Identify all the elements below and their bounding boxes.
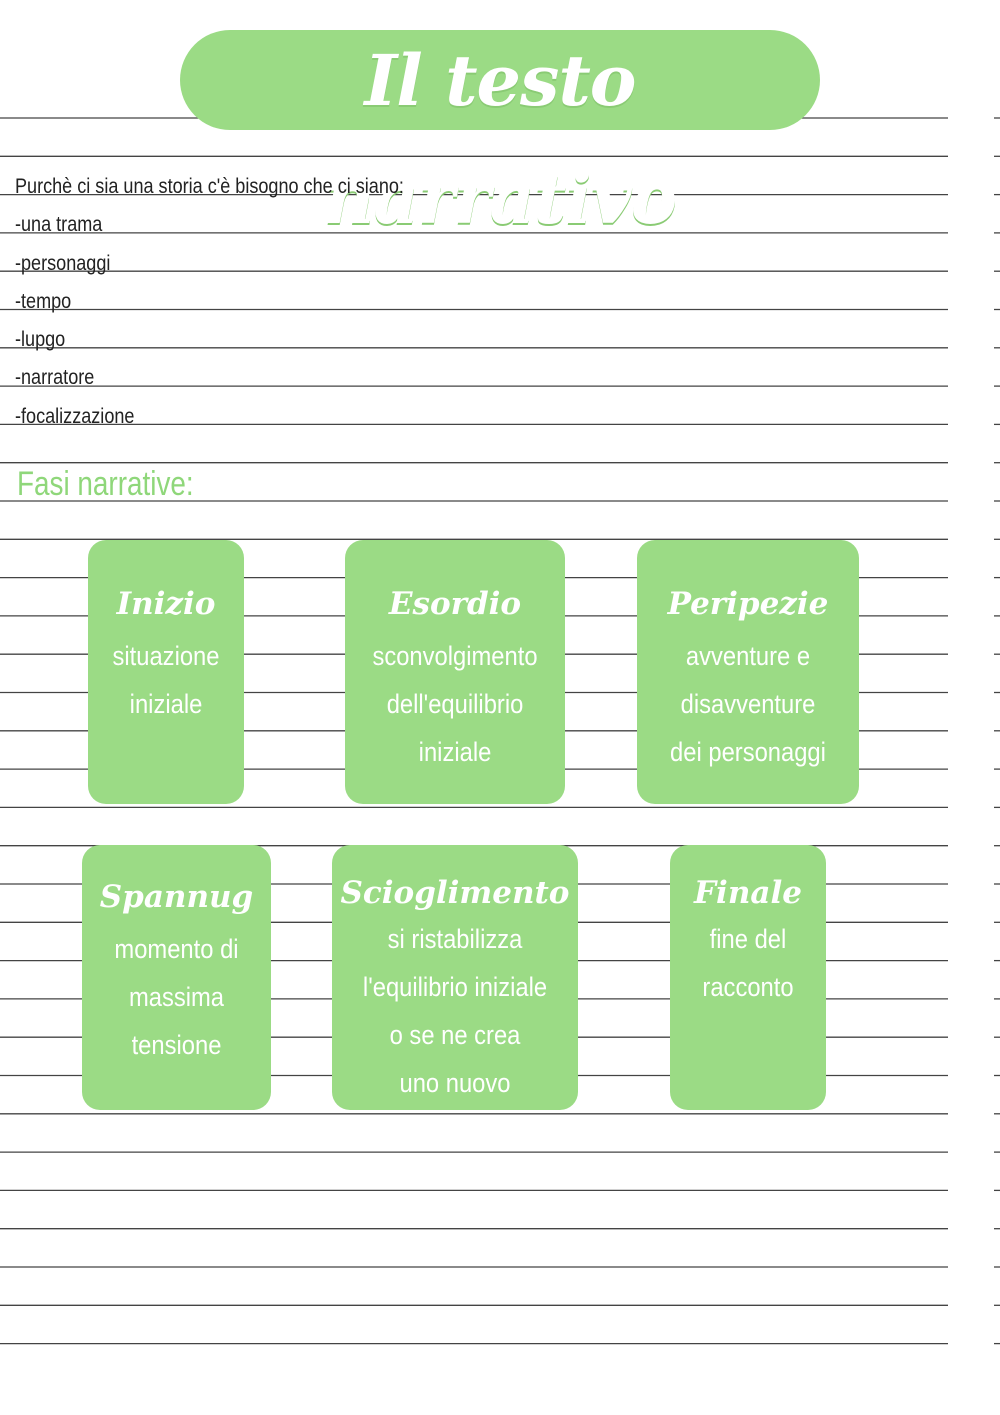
phase-title: Esordio xyxy=(388,586,522,622)
phase-card-finale: Finale fine del racconto xyxy=(670,845,826,1110)
intro-list: Purchè ci sia una storia c'è bisogno che… xyxy=(15,172,404,440)
phase-card-esordio: Esordio sconvolgimento dell'equilibrio i… xyxy=(345,540,565,804)
phase-description: sconvolgimento dell'equilibrio iniziale xyxy=(372,641,538,767)
phase-title: Finale xyxy=(694,875,802,911)
phase-title: Peripezie xyxy=(667,586,829,622)
list-item: -tempo xyxy=(15,289,72,313)
list-item: -personaggi xyxy=(15,251,111,275)
intro-lead: Purchè ci sia una storia c'è bisogno che… xyxy=(15,175,404,198)
list-item: -focalizzazione xyxy=(15,404,135,428)
page-title-text: Il testo narrativo xyxy=(323,39,678,240)
phase-description: fine del racconto xyxy=(702,924,794,1002)
phase-title: Spannug xyxy=(99,879,254,915)
phase-description: si ristabilizza l'equilibrio iniziale o … xyxy=(362,924,548,1098)
page-title: Il testo narrativo xyxy=(180,22,820,240)
phase-card-spannug: Spannug momento di massima tensione xyxy=(82,845,271,1110)
phase-card-inizio: Inizio situazione iniziale xyxy=(88,540,244,804)
phase-title: Scioglimento xyxy=(340,875,570,911)
phase-description: situazione iniziale xyxy=(112,641,220,719)
list-item: -lupgo xyxy=(15,328,66,352)
list-item: -una trama xyxy=(15,213,103,237)
phase-card-scioglimento: Scioglimento si ristabilizza l'equilibri… xyxy=(332,845,578,1110)
phase-title: Inizio xyxy=(116,586,216,622)
phase-description: momento di massima tensione xyxy=(114,934,239,1060)
phase-description: avventure e disavventure dei personaggi xyxy=(670,641,826,767)
phase-card-peripezie: Peripezie avventure e disavventure dei p… xyxy=(637,540,859,804)
title-highlight xyxy=(180,30,820,130)
section-title-fasi: Fasi narrative: xyxy=(17,465,194,503)
list-item: -narratore xyxy=(15,366,95,390)
